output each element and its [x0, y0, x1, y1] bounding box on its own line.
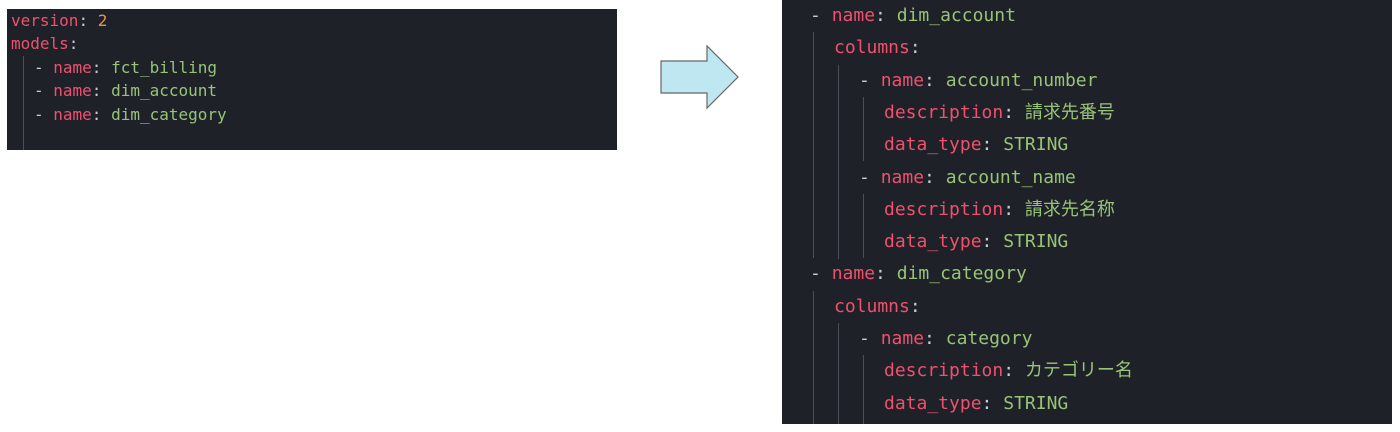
- yaml-value: 2: [97, 11, 108, 30]
- yaml-key: description: [884, 101, 1004, 123]
- yaml-colon: :: [909, 37, 921, 59]
- yaml-colon: :: [924, 69, 946, 91]
- code-line-model-item: - name: fct_billing: [34, 56, 217, 79]
- code-editor-after: - name: dim_account columns: - name: acc…: [782, 0, 1392, 424]
- yaml-key: name: [53, 57, 92, 77]
- code-line-columns: columns:: [834, 32, 921, 64]
- yaml-key: version: [11, 11, 79, 30]
- code-line-column-name: - name: category: [859, 323, 1032, 355]
- yaml-colon: :: [981, 392, 1004, 414]
- yaml-value: STRING: [1003, 231, 1069, 253]
- yaml-key: data_type: [884, 392, 982, 414]
- yaml-key: name: [53, 104, 92, 124]
- code-line-description: description: カテゴリー名: [884, 355, 1133, 387]
- indent-guide: [863, 96, 864, 162]
- yaml-dash: -: [810, 263, 832, 285]
- yaml-colon: :: [1003, 101, 1025, 123]
- yaml-colon: :: [1003, 198, 1025, 220]
- indent-guide: [838, 323, 839, 424]
- yaml-key: name: [880, 328, 925, 349]
- right-arrow-icon: [660, 44, 740, 110]
- yaml-value: dim_category: [111, 104, 227, 124]
- yaml-colon: :: [91, 104, 112, 124]
- yaml-value: dim_account: [896, 5, 1016, 26]
- yaml-key: data_type: [884, 134, 982, 156]
- yaml-value: STRING: [1003, 134, 1069, 156]
- yaml-colon: :: [875, 5, 897, 26]
- yaml-dash: -: [859, 328, 881, 349]
- yaml-key: name: [880, 166, 925, 188]
- code-line-description: description: 請求先名称: [884, 194, 1115, 226]
- yaml-value: カテゴリー名: [1024, 360, 1133, 382]
- code-editor-before: version: 2 models: - name: fct_billing -…: [7, 9, 617, 150]
- yaml-colon: :: [981, 231, 1004, 253]
- yaml-colon: :: [981, 134, 1004, 156]
- yaml-value: category: [945, 328, 1033, 349]
- yaml-value: dim_category: [896, 263, 1027, 285]
- indent-guide: [813, 290, 814, 424]
- yaml-key: models: [11, 34, 69, 54]
- code-line-data-type: data_type: STRING: [884, 226, 1068, 258]
- yaml-key: description: [884, 360, 1004, 382]
- yaml-key: name: [831, 5, 876, 26]
- yaml-key: columns: [834, 295, 910, 317]
- indent-guide: [23, 55, 24, 150]
- indent-guide: [813, 32, 814, 259]
- yaml-dash: -: [810, 5, 832, 26]
- yaml-key: description: [884, 198, 1004, 220]
- yaml-colon: :: [91, 81, 112, 101]
- yaml-value: fct_billing: [111, 57, 218, 77]
- yaml-value: 請求先名称: [1024, 198, 1115, 220]
- code-line-columns: columns:: [834, 291, 921, 323]
- indent-guide: [863, 355, 864, 424]
- yaml-colon: :: [68, 34, 79, 54]
- code-line-models: models:: [11, 32, 78, 55]
- code-line-column-name: - name: account_name: [859, 162, 1076, 194]
- code-line-version: version: 2: [11, 9, 107, 32]
- code-line-column-name: - name: account_number: [859, 65, 1097, 97]
- yaml-value: STRING: [1003, 392, 1069, 414]
- indent-guide: [863, 193, 864, 259]
- code-line-model: - name: dim_account: [810, 0, 1016, 32]
- yaml-key: name: [53, 81, 92, 101]
- yaml-value: account_number: [945, 69, 1098, 91]
- code-line-model: - name: dim_category: [810, 258, 1027, 290]
- yaml-dash: -: [34, 104, 54, 124]
- yaml-dash: -: [859, 166, 881, 188]
- yaml-key: name: [831, 263, 876, 285]
- code-line-data-type: data_type: STRING: [884, 388, 1068, 420]
- yaml-value: 請求先番号: [1024, 101, 1115, 123]
- code-line-model-item: - name: dim_category: [34, 103, 227, 126]
- yaml-colon: :: [875, 263, 897, 285]
- yaml-colon: :: [924, 328, 946, 349]
- yaml-dash: -: [34, 57, 54, 77]
- yaml-value: dim_account: [111, 81, 218, 101]
- yaml-key: data_type: [884, 231, 982, 253]
- yaml-colon: :: [78, 11, 98, 30]
- yaml-colon: :: [1003, 360, 1025, 382]
- code-line-model-item: - name: dim_account: [34, 79, 217, 102]
- yaml-colon: :: [924, 166, 946, 188]
- code-line-data-type: data_type: STRING: [884, 129, 1068, 161]
- yaml-colon: :: [91, 57, 112, 77]
- yaml-key: name: [880, 69, 925, 91]
- yaml-key: columns: [834, 37, 910, 59]
- yaml-value: account_name: [945, 166, 1076, 188]
- indent-guide: [838, 64, 839, 259]
- code-line-description: description: 請求先番号: [884, 97, 1115, 129]
- yaml-dash: -: [859, 69, 881, 91]
- yaml-dash: -: [34, 81, 54, 101]
- yaml-colon: :: [909, 295, 921, 317]
